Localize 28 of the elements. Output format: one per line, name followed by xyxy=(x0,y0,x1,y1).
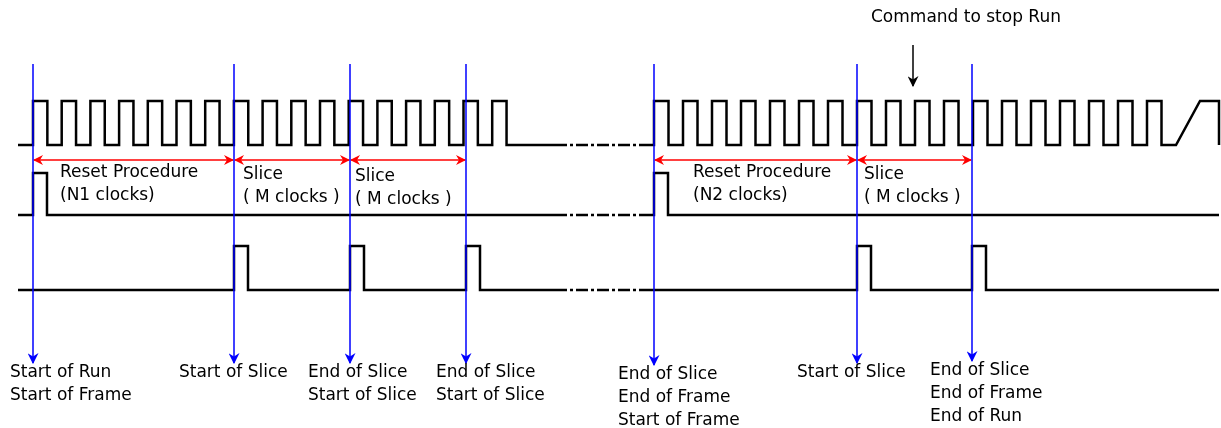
event-label: Start of Frame xyxy=(618,408,740,428)
arrow xyxy=(344,63,356,365)
arrow xyxy=(228,63,240,365)
event-label: Start of Frame xyxy=(10,383,132,406)
event-label: End of Frame xyxy=(930,381,1043,404)
arrow xyxy=(27,63,39,365)
interval-label: Slice ( M clocks ) xyxy=(864,162,961,208)
event-label: End of Run xyxy=(930,404,1023,427)
event-label: End of Slice xyxy=(930,358,1030,381)
interval-label: Slice ( M clocks ) xyxy=(355,164,452,210)
interval-label: Reset Procedure (N2 clocks) xyxy=(693,160,832,206)
arrow xyxy=(851,63,863,365)
event-label: Start of Run xyxy=(10,360,112,383)
arrow xyxy=(460,63,472,365)
event-label: End of Slice xyxy=(618,362,718,385)
arrow xyxy=(966,63,978,363)
event-label: End of Frame xyxy=(618,385,731,408)
arrow xyxy=(648,63,660,367)
event-label: End of Slice xyxy=(308,360,408,383)
event-label: Start of Slice xyxy=(179,360,288,383)
event-label: End of Slice xyxy=(436,360,536,383)
event-label: Start of Slice xyxy=(436,383,545,406)
arrow xyxy=(907,44,919,88)
event-label: Start of Slice xyxy=(308,383,417,406)
interval-label: Reset Procedure (N1 clocks) xyxy=(60,160,199,206)
annotation-text: Command to stop Run xyxy=(871,5,1061,28)
interval-label: Slice ( M clocks ) xyxy=(243,162,340,208)
event-label: Start of Slice xyxy=(797,360,906,383)
